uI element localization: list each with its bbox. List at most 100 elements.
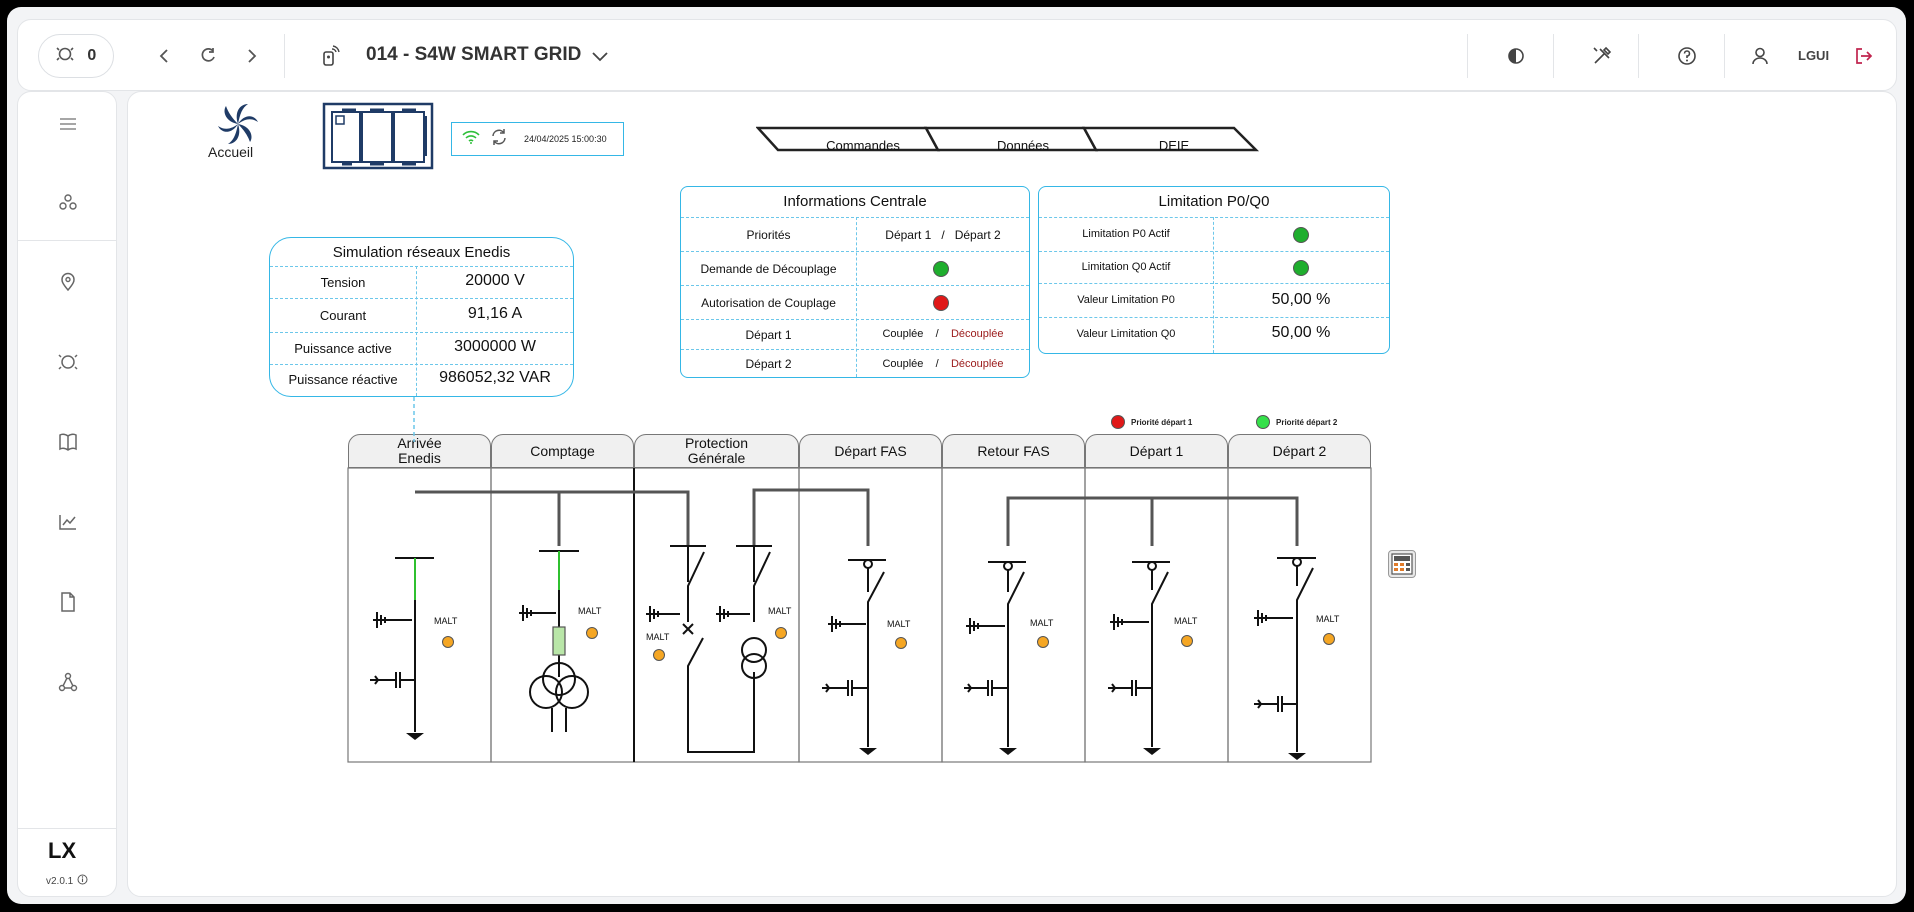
divider xyxy=(284,34,285,78)
cell-depart-1 xyxy=(1084,467,1229,763)
cell-arrivee xyxy=(347,467,492,763)
row-label: Demande de Découplage xyxy=(700,262,837,276)
calculator-icon[interactable] xyxy=(1388,550,1416,578)
info-icon[interactable] xyxy=(77,874,88,888)
table-row: Courant 91,16 A xyxy=(270,298,573,332)
document-icon[interactable] xyxy=(54,588,82,616)
alarm-count: 0 xyxy=(87,47,97,64)
column-header-depart-2[interactable]: Départ 2 xyxy=(1228,434,1371,468)
row-label: Autorisation de Couplage xyxy=(701,296,836,310)
malt-indicator xyxy=(586,627,598,639)
cell-depart-2 xyxy=(1227,467,1372,763)
row-value: 50,00 % xyxy=(1271,291,1331,308)
back-icon[interactable] xyxy=(150,42,178,70)
home-logo-icon[interactable] xyxy=(214,100,262,153)
divider xyxy=(1467,34,1468,78)
connection-status: 24/04/2025 15:00:30 xyxy=(451,122,624,156)
row-label: Tension xyxy=(320,275,366,290)
table-row: Puissance réactive 986052,32 VAR xyxy=(270,364,573,396)
state-coupled[interactable]: Couplée xyxy=(882,358,924,370)
location-icon[interactable] xyxy=(54,268,82,296)
column-divider xyxy=(856,217,857,377)
tab-deie-label[interactable]: DEIE xyxy=(1158,138,1190,153)
priority-depart-2[interactable]: Départ 2 xyxy=(954,228,1001,242)
table-row: Limitation P0 Actif xyxy=(1039,217,1389,251)
limitation-table: Limitation P0/Q0 Limitation P0 Actif Lim… xyxy=(1038,186,1390,354)
state-decoupled[interactable]: Découplée xyxy=(950,328,1004,340)
cabinet-icon[interactable] xyxy=(322,102,434,175)
site-title: 014 - S4W SMART GRID xyxy=(366,44,582,65)
bus-bar-fas xyxy=(752,488,870,546)
priority-depart-1[interactable]: Départ 1 xyxy=(885,228,932,242)
column-header-retour-fas[interactable]: Retour FAS xyxy=(942,434,1085,468)
column-divider xyxy=(416,266,417,396)
remote-icon xyxy=(316,42,344,70)
current-transformer xyxy=(552,626,566,656)
malt-indicator xyxy=(895,637,907,649)
alarm-counter[interactable]: 0 xyxy=(38,34,114,78)
separator: / xyxy=(935,328,939,340)
user-icon[interactable] xyxy=(1746,42,1774,70)
divider xyxy=(1638,34,1639,78)
row-label: Départ 1 xyxy=(745,328,792,342)
logout-icon[interactable] xyxy=(1850,42,1878,70)
sync-icon[interactable] xyxy=(490,128,508,151)
column-header-depart-fas[interactable]: Départ FAS xyxy=(799,434,942,468)
network-icon[interactable] xyxy=(54,188,82,216)
row-label: Départ 2 xyxy=(745,357,792,371)
table-row: Limitation Q0 Actif xyxy=(1039,251,1389,283)
contrast-icon[interactable] xyxy=(1502,42,1530,70)
limitation-title: Limitation P0/Q0 xyxy=(1158,193,1270,210)
header-line: Protection xyxy=(684,435,749,451)
malt-indicator xyxy=(1037,636,1049,648)
book-icon[interactable] xyxy=(54,428,82,456)
malt-indicator xyxy=(442,636,454,648)
malt-label: MALT xyxy=(768,606,792,616)
home-label[interactable]: Accueil xyxy=(208,144,254,160)
forward-icon[interactable] xyxy=(238,42,266,70)
tools-icon[interactable] xyxy=(1588,42,1616,70)
legend-depart-1: Priorité départ 1 xyxy=(1111,415,1192,429)
row-label: Valeur Limitation Q0 xyxy=(1076,328,1176,340)
legend-label: Priorité départ 2 xyxy=(1276,417,1338,427)
simulation-title: Simulation réseaux Enedis xyxy=(332,244,511,261)
sidebar-divider xyxy=(18,828,116,829)
menu-icon[interactable] xyxy=(54,110,82,138)
topology-icon[interactable] xyxy=(54,668,82,696)
depart2-state: Couplée / Découplée xyxy=(856,358,1030,370)
sidebar-divider xyxy=(18,240,116,241)
header-line: Arrivée xyxy=(397,435,442,451)
table-row: Départ 1 Couplée / Découplée xyxy=(681,319,1029,349)
separator: / xyxy=(941,228,945,242)
malt-label: MALT xyxy=(1030,618,1054,628)
app-logo: LX xyxy=(48,838,77,863)
row-label: Priorités xyxy=(746,228,791,242)
state-decoupled[interactable]: Découplée xyxy=(950,358,1004,370)
help-icon[interactable] xyxy=(1673,42,1701,70)
table-row: Valeur Limitation Q0 50,00 % xyxy=(1039,317,1389,351)
bus-bar-incoming xyxy=(415,490,690,546)
table-row: Autorisation de Couplage xyxy=(681,285,1029,319)
timestamp: 24/04/2025 15:00:30 xyxy=(524,134,607,144)
synoptic-panel: Accueil 24/04/2025 15:00:30 xyxy=(127,91,1897,897)
malt-indicator xyxy=(653,649,665,661)
column-header-comptage[interactable]: Comptage xyxy=(491,434,634,468)
chevron-down-icon[interactable] xyxy=(586,42,614,70)
row-label: Puissance active xyxy=(294,341,392,356)
row-value: 3000000 W xyxy=(454,338,536,355)
state-coupled[interactable]: Couplée xyxy=(882,328,924,340)
alarm-icon[interactable] xyxy=(54,348,82,376)
tab-donnees-label[interactable]: Données xyxy=(996,138,1050,153)
tab-deie[interactable] xyxy=(1081,126,1260,152)
table-row: Départ 2 Couplée / Découplée xyxy=(681,349,1029,377)
chart-icon[interactable] xyxy=(54,508,82,536)
central-info-table: Informations Centrale Priorités Départ 1… xyxy=(680,186,1030,378)
simulation-table: Simulation réseaux Enedis Tension 20000 … xyxy=(269,237,574,397)
header-line: Retour FAS xyxy=(977,442,1050,459)
row-label: Limitation Q0 Actif xyxy=(1081,261,1171,273)
refresh-icon[interactable] xyxy=(194,42,222,70)
header-line: Générale xyxy=(687,450,746,466)
malt-label: MALT xyxy=(1174,616,1198,626)
tab-commandes-label[interactable]: Commandes xyxy=(826,138,900,153)
